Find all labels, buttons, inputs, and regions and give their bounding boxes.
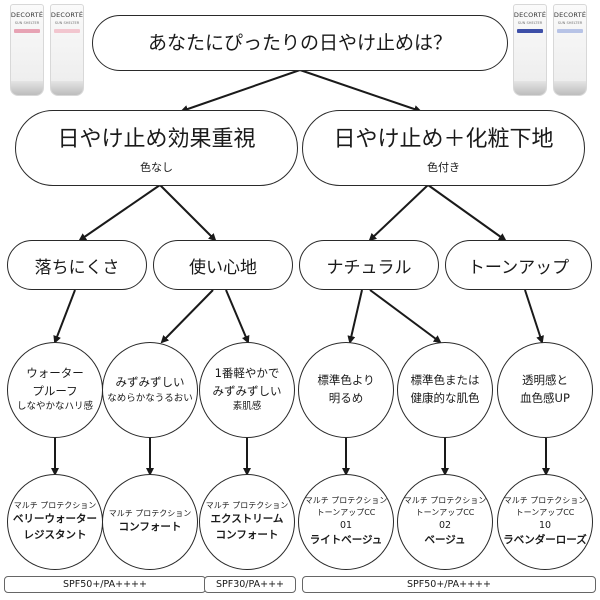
result-beige: マルチ プロテクション トーンアップCC 02 ベージュ [397,474,493,570]
arrow-natural-to-standard [369,289,442,344]
natural-node: ナチュラル [299,240,439,290]
product-image-blue-1: DECORTÉ SUN SHELTER [513,4,547,96]
characteristic-standard: 標準色または 健康的な肌色 [397,342,493,438]
page-title: あなたにぴったりの日やけ止めは？ [147,31,452,54]
title-node: あなたにぴったりの日やけ止めは？ [92,15,508,71]
characteristic-brighter: 標準色より 明るめ [298,342,394,438]
product-band [54,29,80,33]
arrow-title-to-no-color [180,69,301,113]
result-light-beige: マルチ プロテクション トーンアップCC 01 ライトベージュ [298,474,394,570]
spf-label-3: SPF50+/PA++++ [302,576,596,593]
arrow-tinted-to-natural [368,184,429,242]
result-lavender-rose: マルチ プロテクション トーンアップCC 10 ラベンダーローズ [497,474,593,570]
characteristic-waterproof: ウォーター プルーフ しなやかなハリ感 [7,342,103,438]
product-image-pink-1: DECORTÉ SUN SHELTER [10,4,44,96]
tinted-node: 日やけ止め＋化粧下地 色付き [302,110,585,186]
product-band [14,29,40,33]
arrow-tinted-to-toneup [427,184,507,242]
arrow-toneup-to-clear [524,289,544,344]
arrow-natural-to-bright [347,289,363,344]
spf-label-1: SPF50+/PA++++ [4,576,206,593]
arrow-durability-to-waterproof [53,289,76,344]
toneup-node: トーンアップ [445,240,592,290]
arrow-comfort-to-light [225,289,250,344]
characteristic-clear: 透明感と 血色感UP [497,342,593,438]
result-berry-water-resistant: マルチ プロテクション ベリーウォーター レジスタント [7,474,103,570]
no-color-node: 日やけ止め効果重視 色なし [15,110,298,186]
spf-label-2: SPF30/PA+++ [204,576,296,593]
result-comfort: マルチ プロテクション コンフォート [102,474,198,570]
product-band [517,29,543,33]
arrow-title-to-tinted [299,69,422,113]
arrow-no-color-to-comfort [159,184,217,242]
comfort-node: 使い心地 [153,240,293,290]
characteristic-lightest: 1番軽やかで みずみずしい 素肌感 [199,342,295,438]
characteristic-moist: みずみずしい なめらかなうるおい [102,342,198,438]
product-band [557,29,583,33]
product-image-pink-2: DECORTÉ SUN SHELTER [50,4,84,96]
product-image-blue-2: DECORTÉ SUN SHELTER [553,4,587,96]
arrow-no-color-to-durability [78,184,161,242]
result-extreme-comfort: マルチ プロテクション エクストリーム コンフォート [199,474,295,570]
durability-node: 落ちにくさ [7,240,147,290]
arrow-comfort-to-moist [160,289,214,344]
